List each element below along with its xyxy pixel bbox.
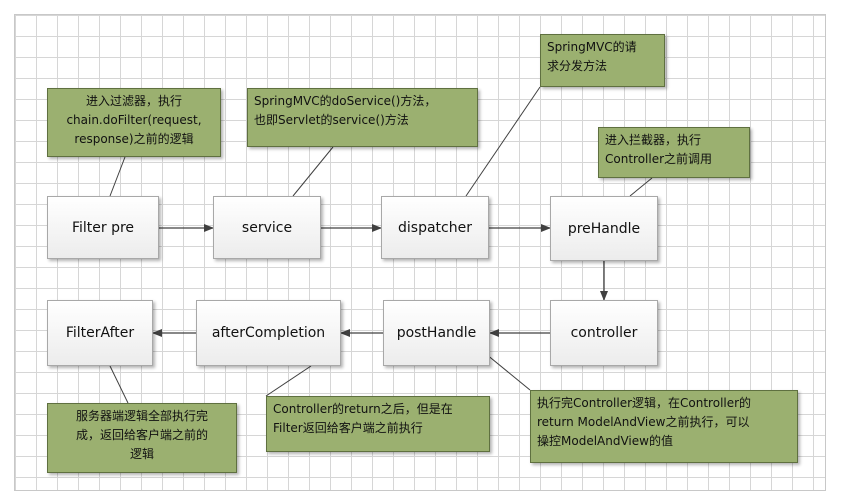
node-posthandle: postHandle [383,300,490,366]
node-controller-label: controller [570,325,638,341]
note-post-handle: 执行完Controller逻辑，在Controller的 return Mode… [530,390,798,463]
callout-line-do-service [292,146,334,197]
callout-line-filter-enter [109,156,126,197]
node-prehandle: preHandle [550,196,658,261]
node-dispatcher: dispatcher [381,196,489,259]
callout-line-post-handle [485,353,531,391]
callout-line-dispatch [465,86,541,197]
node-filterafter-label: FilterAfter [65,325,135,341]
note-dispatch: SpringMVC的请 求分发方法 [540,34,665,87]
node-service-label: service [241,219,293,236]
node-filter-pre: Filter pre [47,196,159,259]
callout-line-server-end [109,365,129,404]
node-filterafter: FilterAfter [47,300,153,366]
callout-line-interceptor [629,177,653,197]
note-do-service: SpringMVC的doService()方法， 也即Servlet的servi… [247,88,478,147]
note-after-return: Controller的return之后，但是在 Filter返回给客户端之前执行 [266,396,490,452]
node-aftercompletion-label: afterCompletion [211,325,326,341]
node-dispatcher-label: dispatcher [398,219,472,236]
note-interceptor: 进入拦截器，执行 Controller之前调用 [598,127,750,178]
node-prehandle-label: preHandle [567,220,641,237]
note-server-end: 服务器端逻辑全部执行完 成，返回给客户端之前的 逻辑 [47,403,237,473]
node-controller: controller [550,300,658,366]
node-service: service [213,196,321,259]
callout-line-after-return [265,365,312,397]
node-posthandle-label: postHandle [396,325,477,341]
node-filter-pre-label: Filter pre [71,219,135,236]
node-aftercompletion: afterCompletion [196,300,341,366]
note-filter-enter: 进入过滤器，执行 chain.doFilter(request, respons… [47,88,221,157]
